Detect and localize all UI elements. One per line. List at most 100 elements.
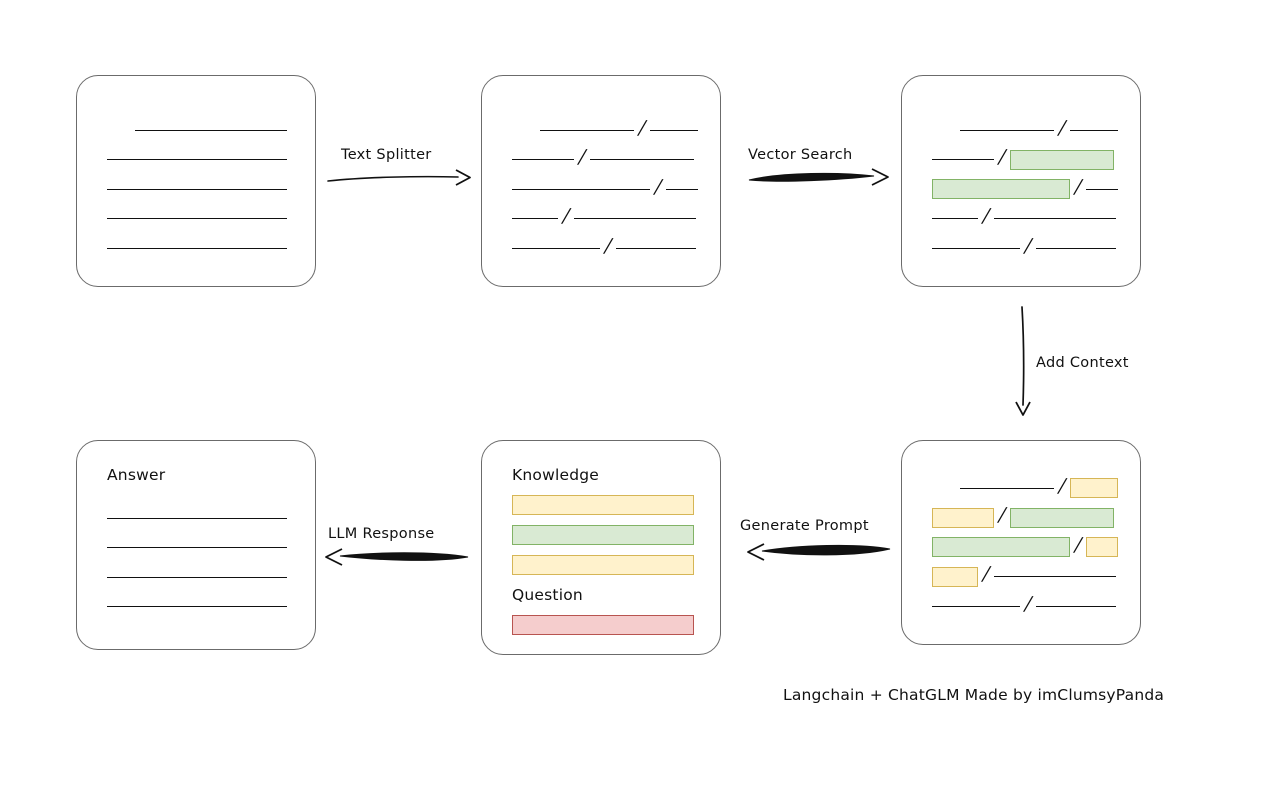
prompt-knowledge-bars (482, 441, 720, 654)
text-rule (1036, 247, 1117, 249)
edge-label-vector-search: Vector Search (748, 147, 853, 163)
prompt-bar-red[interactable] (512, 615, 694, 635)
text-line: / (512, 175, 699, 198)
node-source-document[interactable] (76, 75, 316, 287)
text-rule (512, 247, 600, 249)
slash-separator: / (578, 146, 587, 168)
text-rule (512, 188, 650, 190)
text-rule (932, 605, 1020, 607)
text-line: / (932, 563, 1117, 587)
highlight-chunk-yellow[interactable] (932, 507, 994, 528)
text-rule (512, 159, 574, 160)
text-rule (107, 218, 287, 219)
text-rule (650, 129, 699, 131)
highlight-chunk-yellow[interactable] (932, 566, 978, 587)
text-rule (960, 129, 1054, 131)
text-rule (932, 247, 1020, 249)
split-document-lines: / / / / / (482, 76, 720, 286)
node-matched-document[interactable]: / / / / / (901, 75, 1141, 287)
edge-label-add-context: Add Context (1036, 355, 1129, 371)
text-line (107, 210, 287, 228)
highlight-chunk-green[interactable] (1010, 149, 1115, 170)
text-rule (666, 188, 699, 190)
text-line: / (932, 205, 1117, 228)
text-rule (107, 247, 287, 249)
prompt-bar-row (512, 525, 694, 545)
slash-separator: / (1058, 474, 1067, 497)
text-rule (960, 487, 1054, 489)
text-line: / (512, 146, 695, 169)
prompt-bar-yellow[interactable] (512, 555, 694, 575)
text-line: / (932, 175, 1119, 199)
slash-separator: / (998, 146, 1007, 168)
node-answer[interactable]: Answer (76, 440, 316, 650)
text-line (107, 568, 287, 586)
text-line: / (932, 146, 1115, 170)
text-line: / (932, 234, 1117, 257)
text-line (107, 239, 287, 257)
text-rule (932, 159, 994, 160)
text-line: / (540, 117, 699, 139)
highlight-chunk-green[interactable] (932, 537, 1070, 557)
prompt-bar-yellow[interactable] (512, 495, 694, 515)
prompt-knowledge-label: Knowledge (512, 466, 600, 484)
slash-separator: / (654, 175, 663, 198)
text-rule (540, 129, 634, 131)
slash-separator: / (998, 504, 1007, 526)
arrow-vector-search (748, 168, 889, 186)
highlight-chunk-green[interactable] (1010, 507, 1115, 528)
answer-label: Answer (107, 466, 166, 484)
text-rule (932, 218, 978, 219)
text-line: / (932, 533, 1119, 557)
text-rule (994, 218, 1117, 219)
text-rule (616, 247, 697, 249)
source-document-lines (77, 76, 315, 286)
text-line: / (932, 504, 1115, 528)
highlight-chunk-yellow[interactable] (1086, 537, 1119, 557)
answer-lines (77, 441, 315, 649)
prompt-bar-green[interactable] (512, 525, 694, 545)
text-line: / (960, 474, 1119, 498)
slash-separator: / (1024, 234, 1033, 257)
slash-separator: / (562, 205, 571, 227)
prompt-bar-row (512, 615, 694, 635)
edge-label-generate-prompt: Generate Prompt (740, 518, 869, 534)
edge-label-llm-response: LLM Response (328, 526, 435, 542)
text-rule (107, 547, 287, 548)
node-split-document[interactable]: / / / / / (481, 75, 721, 287)
slash-separator: / (1074, 175, 1083, 198)
text-rule (574, 218, 697, 219)
text-line (107, 180, 287, 198)
arrow-text-splitter (327, 169, 471, 186)
slash-separator: / (1058, 116, 1067, 139)
edge-label-text-splitter: Text Splitter (341, 147, 432, 163)
arrow-llm-response (325, 548, 469, 566)
slash-separator: / (604, 234, 613, 257)
node-prompt[interactable]: Knowledge Question (481, 440, 721, 655)
text-rule (1036, 605, 1117, 607)
prompt-question-label: Question (512, 586, 583, 604)
text-line: / (932, 593, 1117, 615)
text-rule (1070, 129, 1119, 131)
text-rule (512, 218, 558, 219)
prompt-bar-row (512, 555, 694, 575)
text-line (107, 598, 287, 616)
text-rule (107, 159, 287, 160)
text-rule (994, 576, 1117, 577)
text-line: / (960, 116, 1119, 139)
text-line (135, 121, 287, 139)
text-rule (107, 517, 287, 519)
highlight-chunk-green[interactable] (932, 179, 1070, 199)
slash-separator: / (982, 205, 991, 227)
matched-document-lines: / / / / / (902, 76, 1140, 286)
context-document-lines: / / / / / (902, 441, 1140, 644)
text-line (107, 509, 287, 527)
slash-separator: / (1074, 533, 1083, 556)
text-line (107, 151, 287, 169)
text-rule (107, 606, 287, 607)
node-context-document[interactable]: / / / / / (901, 440, 1141, 645)
arrow-generate-prompt (747, 543, 891, 561)
slash-separator: / (982, 563, 991, 585)
highlight-chunk-yellow[interactable] (1070, 478, 1119, 498)
text-line: / (512, 205, 697, 228)
